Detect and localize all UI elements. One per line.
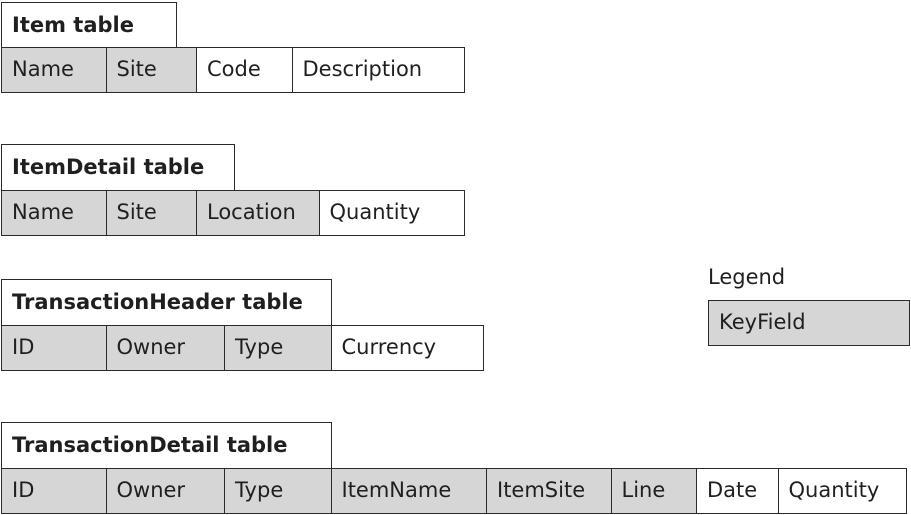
legend-keyfield-swatch: KeyField bbox=[708, 300, 910, 346]
transactiondetail-table-itemsite-field: ItemSite bbox=[486, 468, 612, 514]
itemdetail-table-location-field: Location bbox=[196, 190, 320, 236]
transactiondetail-table-date-field: Date bbox=[696, 468, 779, 514]
item-table-code-field: Code bbox=[196, 47, 293, 93]
itemdetail-table-quantity-field: Quantity bbox=[318, 190, 465, 236]
transactionheader-table-title: TransactionHeader table bbox=[1, 279, 332, 325]
transactionheader-table-currency-field: Currency bbox=[330, 325, 484, 371]
itemdetail-table-name-field: Name bbox=[1, 190, 107, 236]
itemdetail-table-row: Name Site Location Quantity bbox=[1, 190, 465, 236]
item-table-description-field: Description bbox=[291, 47, 465, 93]
itemdetail-table-site-field: Site bbox=[105, 190, 198, 236]
transactionheader-table-id-field: ID bbox=[1, 325, 107, 371]
transactiondetail-table-owner-field: Owner bbox=[105, 468, 226, 514]
legend-label: Legend bbox=[708, 265, 786, 289]
transactionheader-table-type-field: Type bbox=[224, 325, 332, 371]
transactionheader-table-row: ID Owner Type Currency bbox=[1, 325, 484, 371]
item-table-row: Name Site Code Description bbox=[1, 47, 465, 93]
transactiondetail-table-type-field: Type bbox=[224, 468, 332, 514]
transactiondetail-table-id-field: ID bbox=[1, 468, 107, 514]
item-table-title: Item table bbox=[1, 2, 177, 47]
transactiondetail-table-row: ID Owner Type ItemName ItemSite Line Dat… bbox=[1, 468, 907, 514]
item-table-site-field: Site bbox=[105, 47, 198, 93]
transactiondetail-table-quantity-field: Quantity bbox=[777, 468, 907, 514]
transactiondetail-table-itemname-field: ItemName bbox=[330, 468, 488, 514]
transactiondetail-table-line-field: Line bbox=[610, 468, 698, 514]
transactiondetail-table-title: TransactionDetail table bbox=[1, 422, 332, 468]
itemdetail-table-title: ItemDetail table bbox=[1, 144, 235, 190]
transactionheader-table-owner-field: Owner bbox=[105, 325, 226, 371]
item-table-name-field: Name bbox=[1, 47, 107, 93]
